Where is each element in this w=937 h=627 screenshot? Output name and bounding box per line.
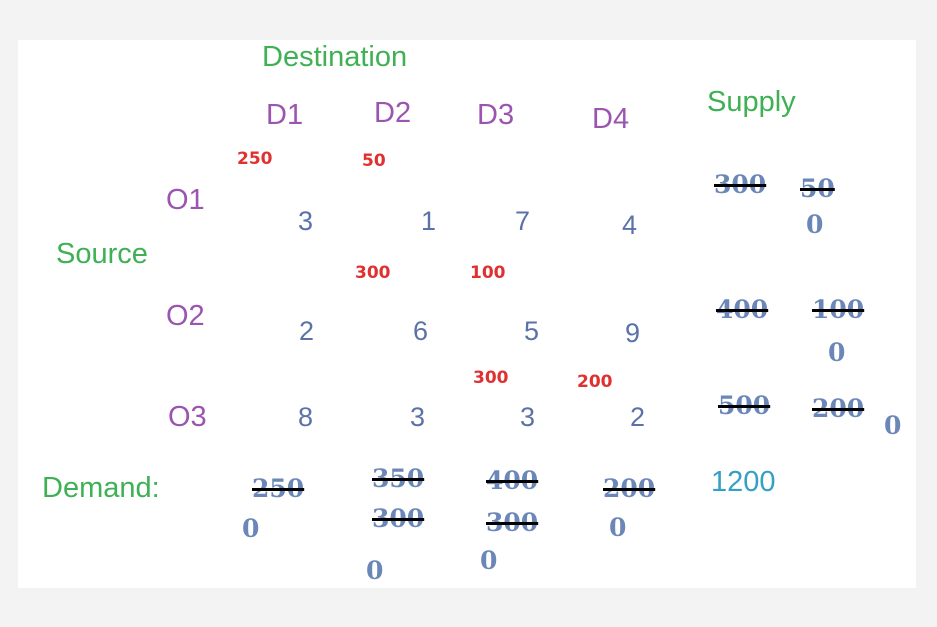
- demand-d3-initial: 400: [486, 466, 539, 495]
- supply-o2-remaining: 100: [812, 295, 865, 324]
- allocation-o3-d3: 300: [473, 368, 509, 388]
- demand-d2-remaining: 300: [372, 504, 425, 533]
- cost-o1-d2: 1: [421, 206, 437, 236]
- destination-label: Destination: [262, 41, 408, 73]
- source-label: Source: [56, 238, 148, 270]
- cost-o2-d2: 6: [413, 316, 429, 346]
- cost-o2-d4: 9: [625, 318, 641, 348]
- supply-o1-initial: 300: [714, 170, 767, 199]
- demand-d3-final: 0: [480, 546, 498, 575]
- cost-o1-d1: 3: [298, 206, 314, 236]
- cost-o2-d1: 2: [299, 316, 315, 346]
- supply-o3-initial: 500: [718, 391, 771, 420]
- demand-d4-final: 0: [609, 513, 627, 542]
- allocation-o1-d2: 50: [362, 151, 386, 171]
- demand-d1-final: 0: [242, 514, 260, 543]
- cost-o3-d2: 3: [410, 402, 426, 432]
- cost-o1-d4: 4: [622, 210, 638, 240]
- demand-d2-final: 0: [366, 556, 384, 585]
- demand-d2-initial: 350: [372, 464, 425, 493]
- cost-o3-d4: 2: [630, 402, 646, 432]
- cost-o3-d3: 3: [520, 402, 536, 432]
- column-header-d4: D4: [592, 103, 630, 135]
- cost-o3-d1: 8: [298, 402, 314, 432]
- cost-o2-d3: 5: [524, 316, 540, 346]
- supply-label: Supply: [707, 86, 796, 118]
- demand-label: Demand:: [42, 472, 160, 504]
- demand-d3-remaining: 300: [486, 508, 539, 537]
- supply-o2-initial: 400: [716, 295, 769, 324]
- supply-o1-remaining: 50: [800, 174, 835, 203]
- column-header-d1: D1: [266, 99, 304, 131]
- cost-o1-d3: 7: [515, 206, 531, 236]
- supply-o1-final: 0: [806, 210, 824, 239]
- row-header-o3: O3: [168, 401, 207, 433]
- supply-o2-final: 0: [828, 338, 846, 367]
- total-supply-demand: 1200: [711, 466, 776, 498]
- supply-o3-remaining: 200: [812, 394, 865, 423]
- allocation-o3-d4: 200: [577, 372, 613, 392]
- allocation-o2-d3: 100: [470, 263, 506, 283]
- row-header-o2: O2: [166, 300, 205, 332]
- allocation-o1-d1: 250: [237, 149, 273, 169]
- supply-o3-final: 0: [884, 411, 902, 440]
- demand-d4-initial: 200: [603, 474, 656, 503]
- row-header-o1: O1: [166, 184, 205, 216]
- allocation-o2-d2: 300: [355, 263, 391, 283]
- page-background: [18, 40, 916, 588]
- column-header-d2: D2: [374, 97, 412, 129]
- column-header-d3: D3: [477, 99, 515, 131]
- demand-d1-initial: 250: [252, 474, 305, 503]
